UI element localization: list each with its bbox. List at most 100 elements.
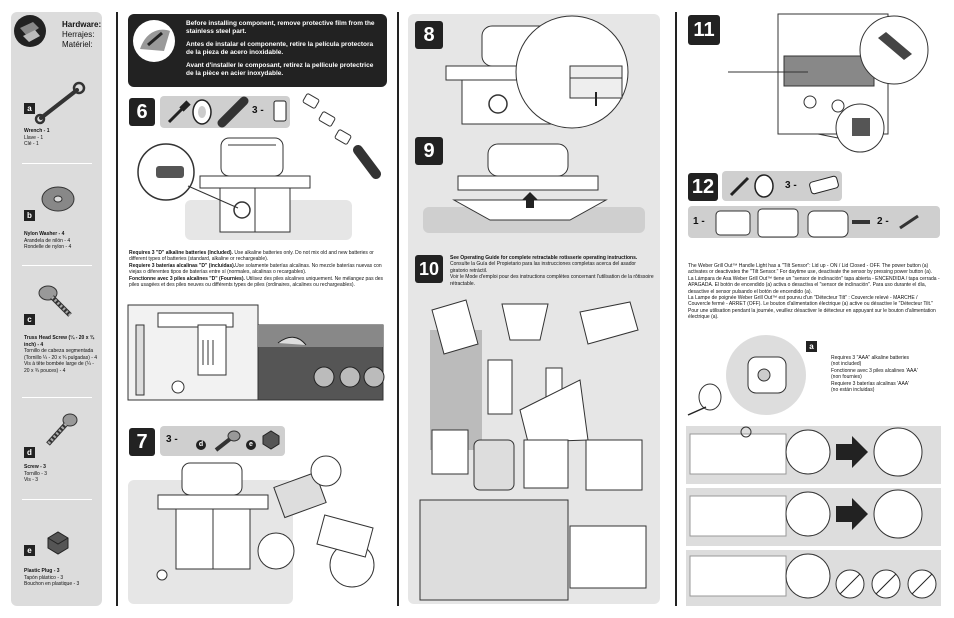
aaa-text-line-4: (non fournies)	[831, 374, 862, 381]
step-6-number: 6	[129, 98, 155, 126]
step-7-number: 7	[129, 428, 155, 456]
column-separator	[116, 12, 118, 606]
rotisserie-text-fr: Voir le Mode d'emploi pour des instructi…	[450, 274, 654, 287]
step-12-qty: 3 -	[785, 180, 797, 191]
battery-text-en: Use alkaline batteries only. Do not mix …	[129, 250, 374, 263]
tilt-text-en: The Weber Grill Out™ Handle Light has a …	[688, 263, 933, 276]
hardware-title-es: Herrajes:	[62, 30, 95, 39]
part-letter-a: a	[24, 103, 35, 114]
step-9-number: 9	[415, 137, 443, 165]
hardware-title: Hardware:	[62, 20, 102, 29]
hardware-heading: Hardware: Herrajes: Matériel:	[62, 20, 101, 50]
battery-text-fr-bold: Fonctionne avec 3 piles alcalines "D" (F…	[129, 275, 245, 282]
aaa-text-line-1: Requires 3 "AAA" alkaline batteries	[831, 355, 910, 361]
handle-light-battery-diagram	[687, 335, 806, 416]
aaa-text-line-3: Fonctionne avec 3 piles alcalines 'AAA'	[831, 367, 918, 374]
column-separator	[675, 12, 677, 606]
step-6-qty: 3 -	[252, 105, 264, 116]
step-7-part-e: e	[246, 440, 256, 450]
sidebar-divider	[22, 163, 92, 164]
part-e-es: Tapón plástico - 3	[24, 574, 64, 581]
step-12-sub-1: 1 -	[693, 216, 705, 227]
wrench-icon	[899, 214, 919, 230]
part-d-label: Screw - 3 Tornillo - 3 Vis - 3	[24, 464, 99, 484]
battery-requirements-text: Requires 3 "D" alkaline batteries (Inclu…	[129, 250, 391, 288]
aaa-battery-icon	[754, 174, 774, 198]
step-7-part-d: d	[196, 440, 206, 450]
part-a-es: Llave - 1	[24, 134, 44, 141]
battery-stack-icon	[273, 100, 287, 122]
battery-text-fr: Utilisez des piles alcalines uniquement.…	[129, 275, 384, 289]
handle-light-on-detail	[257, 324, 385, 401]
aaa-text-line-6: (no están incluidas)	[831, 387, 875, 394]
screwdriver-icon	[167, 100, 191, 124]
plastic-plug-icon	[262, 430, 280, 450]
step-11-grill-illustration	[728, 13, 929, 153]
part-letter-d: d	[24, 447, 35, 458]
rotisserie-instructions-text: See Operating Guide for complete retract…	[450, 255, 655, 287]
part-b-label: Nylon Washer - 4 Arandela de nilón - 4 R…	[24, 231, 99, 251]
step-6-grill-illustration	[137, 137, 311, 233]
part-b-es: Arandela de nilón - 4	[24, 237, 71, 244]
part-e-label: Plastic Plug - 3 Tapón plástico - 3 Bouc…	[24, 568, 99, 588]
battery-text-es: Use solamente baterías alcalinas. No mez…	[129, 262, 382, 276]
rotisserie-text-es: Consulte la Guía del Propietario para la…	[450, 261, 636, 274]
aaa-battery-text: Requires 3 "AAA" alkaline batteries (not…	[831, 355, 941, 393]
sidebar-divider	[22, 265, 92, 266]
battery-text-en-bold: Requires 3 "D" alkaline batteries (Inclu…	[129, 250, 233, 256]
step-7-qty: 3 -	[166, 434, 178, 445]
rotisserie-text-en: See Operating Guide for complete retract…	[450, 255, 638, 261]
battery-insertion-diagram	[302, 93, 381, 179]
part-c-fr: Vis à tête bombée large de (¼ - 20 x ¾ p…	[24, 361, 94, 374]
handle-light-installation-steps	[686, 426, 941, 606]
battery-text-es-bold: Requiere 3 baterías alcalinas "D" (inclu…	[129, 262, 236, 269]
hardware-bag-icon	[14, 15, 46, 47]
part-a-label: Wrench - 1 Llave - 1 Clé - 1	[24, 128, 99, 148]
notice-text-fr: Avant d'installer le composant, retirez …	[186, 62, 374, 77]
step-10-number: 10	[415, 255, 443, 283]
tilt-text-fr: La Lampe de poignée Weber Grill Out™ est…	[688, 295, 936, 321]
part-c-es: Tornillo de cabeza segmentada (Tornillo …	[24, 348, 98, 361]
part-b-name: Nylon Washer - 4	[24, 231, 65, 237]
hardware-title-fr: Matériel:	[62, 40, 93, 49]
power-button-callout: a	[806, 341, 817, 352]
sidebar-divider	[22, 499, 92, 500]
part-e-fr: Bouchon en plastique - 3	[24, 581, 80, 587]
step-8-warming-rack-illustration	[445, 15, 629, 129]
aaa-text-line-5: Requiere 3 baterías alcalinas 'AAA'	[831, 380, 910, 387]
part-b-fr: Rondelle de nylon - 4	[24, 244, 72, 250]
handle-light-parts-icon	[715, 208, 849, 238]
step-10-rotisserie-illustrations	[419, 299, 647, 601]
screw-icon	[852, 220, 870, 224]
wrench-icon	[34, 81, 86, 125]
part-c-name: Truss Head Screw (¼ - 20 x ¾ inch) - 4	[24, 335, 95, 348]
step-12-sub-2: 2 -	[877, 216, 889, 227]
screwdriver-icon	[729, 176, 750, 197]
handle-light-battery-detail	[127, 304, 259, 401]
screw-icon	[46, 413, 78, 446]
part-a-name: Wrench - 1	[24, 128, 50, 134]
part-d-fr: Vis - 3	[24, 477, 39, 483]
nylon-washer-icon	[41, 186, 75, 212]
step-12-number: 12	[688, 173, 718, 201]
column-separator	[397, 12, 399, 606]
part-d-es: Tornillo - 3	[24, 470, 48, 477]
notice-text-es: Antes de instalar el componente, retire …	[186, 41, 374, 56]
aaa-text-line-2: (not included)	[831, 361, 862, 368]
protective-film-notice: Before installing component, remove prot…	[128, 14, 387, 87]
truss-head-screw-icon	[38, 285, 72, 317]
part-letter-b: b	[24, 210, 35, 221]
sidebar-divider	[22, 397, 92, 398]
part-a-fr: Clé - 1	[24, 141, 39, 147]
part-e-name: Plastic Plug - 3	[24, 568, 60, 574]
screw-icon	[214, 430, 241, 452]
step-11-number: 11	[688, 15, 720, 45]
protective-film-icon	[133, 20, 175, 62]
tilt-text-es: La Lámpara de Asa Weber Grill Out™ tiene…	[688, 275, 940, 295]
tilt-sensor-text: The Weber Grill Out™ Handle Light has a …	[688, 263, 940, 321]
step-7-grill-illustration	[156, 455, 375, 588]
aaa-battery-pack-icon	[809, 175, 839, 195]
part-letter-e: e	[24, 545, 35, 556]
step-8-number: 8	[415, 21, 443, 49]
notice-text-en: Before installing component, remove prot…	[186, 20, 375, 35]
